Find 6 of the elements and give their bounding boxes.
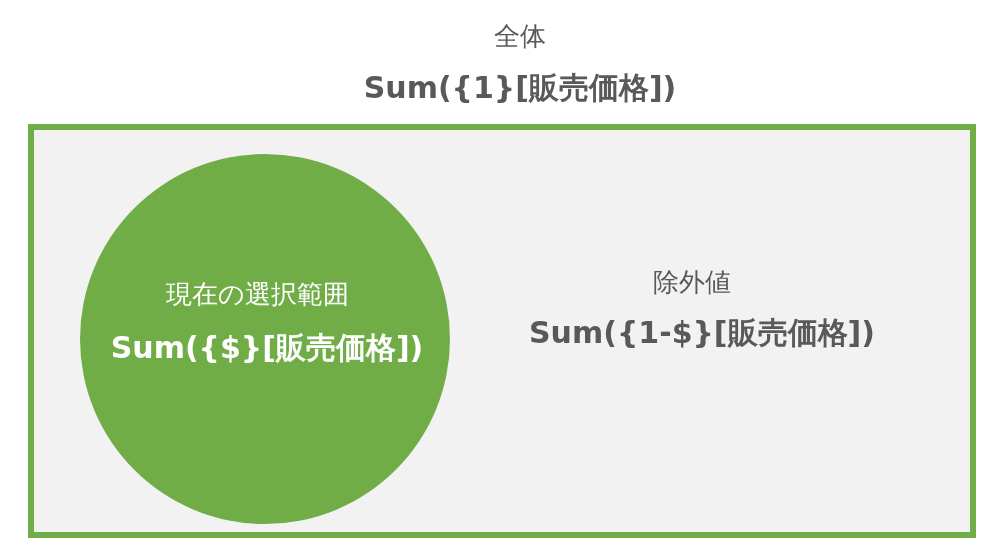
set-title: 全体	[494, 22, 546, 52]
region-formula: Sum({1-$}[販売価格])	[529, 315, 875, 351]
circle-formula: Sum({$}[販売価格])	[110, 330, 424, 366]
circle-title: 現在の選択範囲	[165, 280, 349, 310]
set-formula: Sum({1}[販売価格])	[363, 70, 677, 106]
region-title: 除外値	[653, 268, 731, 298]
